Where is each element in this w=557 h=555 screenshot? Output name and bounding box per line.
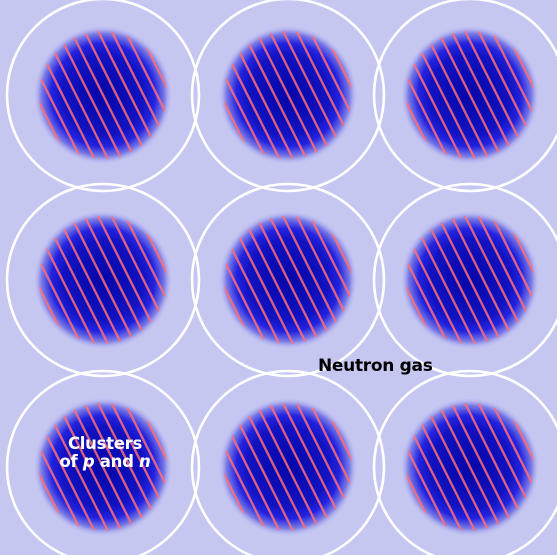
cell-boundary-circle (5, 0, 201, 193)
cell-boundary-circle (190, 369, 386, 555)
stripe-line (97, 216, 167, 344)
stripe-line (464, 216, 534, 344)
cell-boundary-circle (372, 0, 557, 193)
stripe-line (39, 403, 109, 531)
cell-2-1 (5, 182, 201, 378)
clusters-label: Clusters of p and n (44, 434, 166, 472)
stripe-line (282, 31, 352, 159)
clusters-label-of: of (59, 452, 83, 472)
stripe-line (406, 403, 476, 531)
stripe-line (39, 216, 109, 344)
stripe-line (282, 403, 352, 531)
cell-boundary-circle (372, 369, 557, 555)
neutron-gas-label: Neutron gas (318, 356, 433, 376)
stripe-line (224, 403, 294, 531)
stripe-line (224, 31, 294, 159)
stripe-line (406, 31, 476, 159)
cell-boundary-circle (5, 182, 201, 378)
clusters-label-n: n (139, 452, 151, 472)
cell-boundary-circle (190, 182, 386, 378)
stripe-line (464, 403, 534, 531)
stripe-line (97, 403, 167, 531)
stripe-line (282, 216, 352, 344)
stripe-line (39, 31, 109, 159)
stripe-line (406, 216, 476, 344)
stripe-line (224, 216, 294, 344)
stripe-line (97, 31, 167, 159)
cell-boundary-circle (5, 369, 201, 555)
cell-boundary-circle (372, 182, 557, 378)
cell-boundary-circle (190, 0, 386, 193)
stripe-line (464, 31, 534, 159)
clusters-label-and: and (94, 452, 140, 472)
clusters-label-p: p (82, 452, 95, 472)
clusters-label-line1: Clusters (68, 434, 142, 453)
